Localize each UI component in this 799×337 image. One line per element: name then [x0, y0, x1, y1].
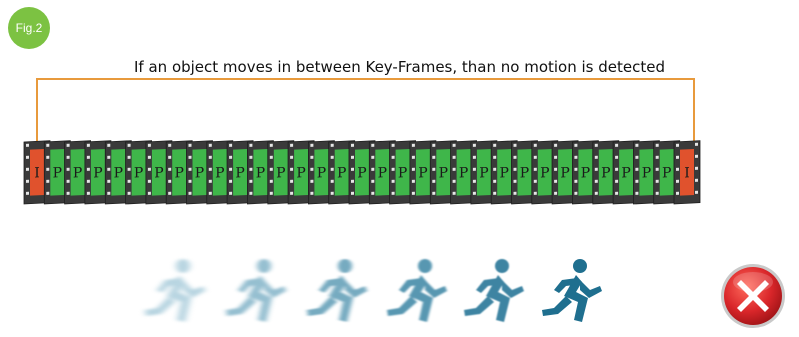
predicted-frame: P: [572, 140, 599, 205]
predicted-frame: P: [226, 140, 254, 205]
predicted-frame: P: [612, 140, 640, 205]
diagram-caption: If an object moves in between Key-Frames…: [134, 58, 665, 76]
frame-label: P: [459, 165, 468, 181]
frame-label: P: [520, 165, 529, 181]
frame-label: P: [398, 165, 407, 181]
frame-label: P: [439, 165, 448, 181]
frame-label: P: [256, 165, 265, 181]
predicted-frame: P: [64, 140, 91, 205]
frame-label: P: [235, 165, 244, 181]
red-x-icon: [721, 264, 785, 328]
frame-label: P: [276, 165, 285, 181]
running-person-icon: [145, 259, 205, 322]
frame-label: P: [337, 165, 346, 181]
frame-label: P: [662, 165, 671, 181]
frame-label: P: [499, 165, 508, 181]
running-person-icon: [542, 259, 602, 322]
predicted-frame: P: [531, 140, 559, 205]
frame-label: P: [154, 165, 163, 181]
frame-label: P: [215, 165, 224, 181]
frame-label: I: [684, 165, 690, 181]
frame-label: I: [34, 165, 40, 181]
running-person-icon: [226, 259, 286, 322]
frame-label: P: [581, 165, 590, 181]
frame-label: P: [114, 165, 123, 181]
predicted-frame: P: [145, 140, 173, 205]
predicted-frame: P: [43, 140, 71, 205]
predicted-frame: P: [287, 140, 315, 205]
frame-label: P: [378, 165, 387, 181]
frame-label: P: [296, 165, 305, 181]
predicted-frame: P: [653, 140, 681, 205]
frame-label: P: [93, 165, 102, 181]
frame-label: P: [73, 165, 82, 181]
predicted-frame: P: [450, 140, 478, 205]
frame-label: P: [134, 165, 143, 181]
frame-label: P: [357, 165, 366, 181]
frame-label: P: [621, 165, 630, 181]
frame-label: P: [479, 165, 488, 181]
figure-badge: Fig.2: [8, 7, 50, 49]
predicted-frame: P: [490, 140, 518, 205]
frame-label: P: [195, 165, 204, 181]
keyframe-interval-bracket: [36, 78, 695, 142]
predicted-frame: P: [328, 140, 356, 205]
running-person-icon: [387, 259, 447, 322]
frame-label: P: [601, 165, 610, 181]
predicted-frame: P: [409, 140, 437, 205]
frame-label: P: [560, 165, 569, 181]
frame-label: P: [642, 165, 651, 181]
running-person-icon: [464, 259, 524, 322]
predicted-frame: P: [470, 140, 498, 205]
predicted-frame: P: [125, 140, 152, 205]
predicted-frame: P: [186, 140, 213, 205]
frame-label: P: [174, 165, 183, 181]
frame-label: P: [317, 165, 326, 181]
frame-label: P: [53, 165, 62, 181]
frame-label: P: [540, 165, 549, 181]
frame-label: P: [418, 165, 427, 181]
key-frame: I: [673, 140, 701, 205]
predicted-frame: P: [307, 140, 335, 205]
running-person-icon: [307, 259, 367, 322]
